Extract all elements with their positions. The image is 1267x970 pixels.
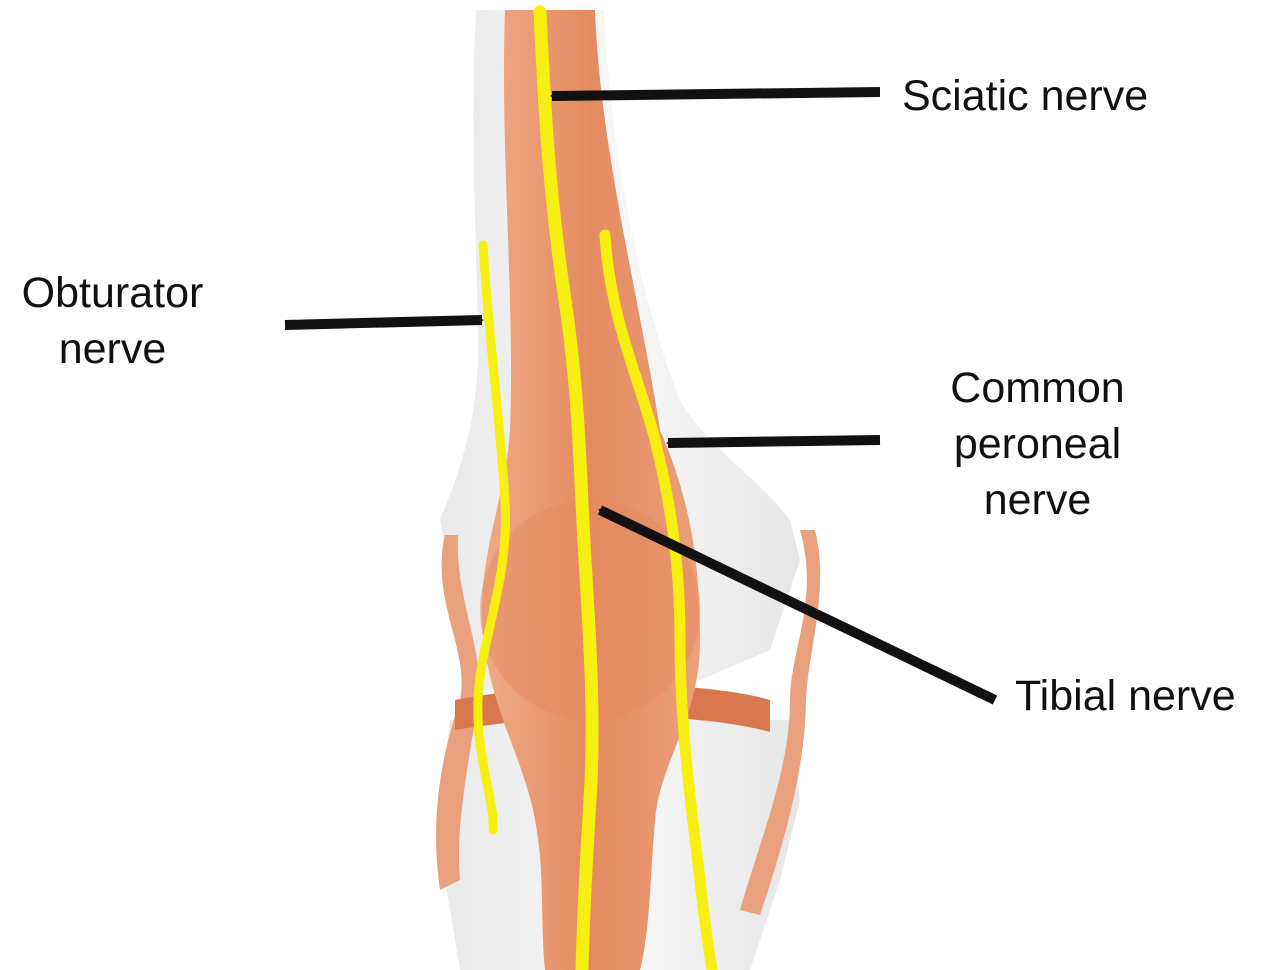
common-peroneal-nerve-label: Common peroneal nerve [935, 360, 1140, 528]
tibial-nerve-label: Tibial nerve [1015, 668, 1236, 724]
sciatic-arrow [552, 92, 880, 96]
common-peroneal-arrow [668, 440, 880, 443]
obturator-nerve-label: Obturator nerve [10, 265, 215, 377]
sciatic-nerve-label: Sciatic nerve [902, 68, 1148, 124]
obturator-arrow [285, 320, 482, 325]
